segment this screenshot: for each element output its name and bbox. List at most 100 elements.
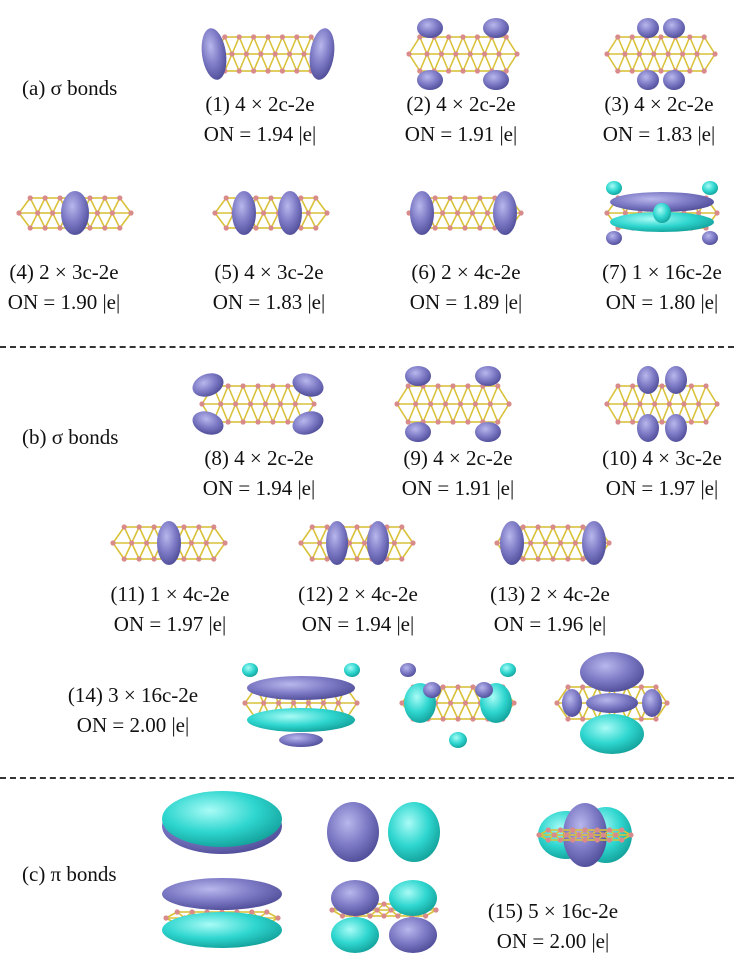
atom [440, 684, 446, 690]
atom [339, 913, 345, 919]
atom [251, 34, 257, 40]
atom [582, 827, 588, 833]
atom [446, 68, 452, 74]
atom [545, 827, 551, 833]
atom [391, 540, 397, 546]
caption-15-occupation: ON = 2.00 |e| [496, 929, 610, 953]
orbital-lobe-purple [410, 191, 434, 235]
bond [444, 403, 454, 423]
atom [653, 684, 659, 690]
atom [223, 225, 229, 231]
bond [281, 53, 291, 72]
atom [253, 195, 259, 201]
atom [417, 68, 423, 74]
bond [689, 36, 698, 55]
atom [474, 68, 480, 74]
atom [565, 716, 571, 722]
atom [494, 540, 500, 546]
bond [552, 542, 562, 560]
orbital-lobe-purple [702, 231, 718, 245]
bond [300, 197, 310, 214]
atom [243, 51, 249, 57]
bond [279, 385, 289, 405]
bond [401, 542, 414, 560]
atom [381, 913, 387, 919]
bond [252, 36, 262, 55]
atom [298, 540, 304, 546]
bond [497, 385, 510, 405]
bond [655, 686, 668, 704]
bond [419, 53, 428, 72]
atom [680, 51, 686, 57]
bond [396, 403, 409, 423]
atom [594, 837, 600, 843]
atom [460, 34, 466, 40]
atom [229, 51, 235, 57]
atom [196, 524, 202, 530]
atom [470, 684, 476, 690]
atom [681, 401, 687, 407]
bond [401, 526, 414, 544]
bond [296, 36, 305, 55]
bond [433, 53, 443, 72]
bond [407, 385, 417, 405]
atom [701, 68, 707, 74]
atom [222, 540, 228, 546]
bond [696, 53, 705, 72]
bond [270, 197, 280, 214]
bond [300, 212, 310, 229]
bond [474, 403, 484, 423]
bond [456, 197, 466, 214]
bond [491, 36, 500, 55]
bond [483, 36, 493, 55]
bond [300, 526, 313, 544]
orbital-lobe-cyan [344, 663, 360, 677]
atom [117, 195, 123, 201]
atom [440, 210, 446, 216]
bond [441, 212, 451, 229]
orbital-lobe-cyan [162, 912, 282, 948]
bond [505, 53, 518, 72]
atom [606, 827, 613, 833]
atom [450, 419, 456, 425]
bond [452, 385, 462, 405]
atom [435, 383, 441, 389]
bond [617, 36, 626, 55]
bond [497, 403, 510, 423]
bond [476, 36, 486, 55]
atom [57, 225, 63, 231]
bond [112, 542, 125, 560]
orbital-lobe-purple [247, 676, 355, 700]
bond [89, 212, 99, 229]
caption-10-title: (10) 4 × 3c-2e [602, 446, 722, 470]
atom [317, 540, 323, 546]
atom [503, 68, 509, 74]
atom [136, 524, 142, 530]
atom [270, 419, 276, 425]
atom [629, 68, 635, 74]
atom [211, 524, 217, 530]
bond [288, 36, 298, 55]
atom [520, 524, 526, 530]
atom [435, 419, 441, 425]
atom [447, 700, 454, 706]
bond [426, 53, 435, 72]
bond [279, 403, 289, 423]
atom [233, 401, 239, 407]
atom [629, 34, 635, 40]
bond [449, 212, 459, 229]
atom [240, 383, 246, 389]
bond [690, 403, 700, 423]
atom [580, 524, 586, 530]
orbital-lobe-purple [389, 917, 437, 953]
atom [309, 524, 315, 530]
bond [112, 526, 125, 544]
bond [462, 53, 471, 72]
atom [580, 684, 586, 690]
bond [231, 53, 240, 72]
bond [681, 53, 691, 72]
bond [183, 526, 193, 544]
bond [464, 197, 474, 214]
bond [537, 526, 547, 544]
atom [622, 51, 628, 57]
